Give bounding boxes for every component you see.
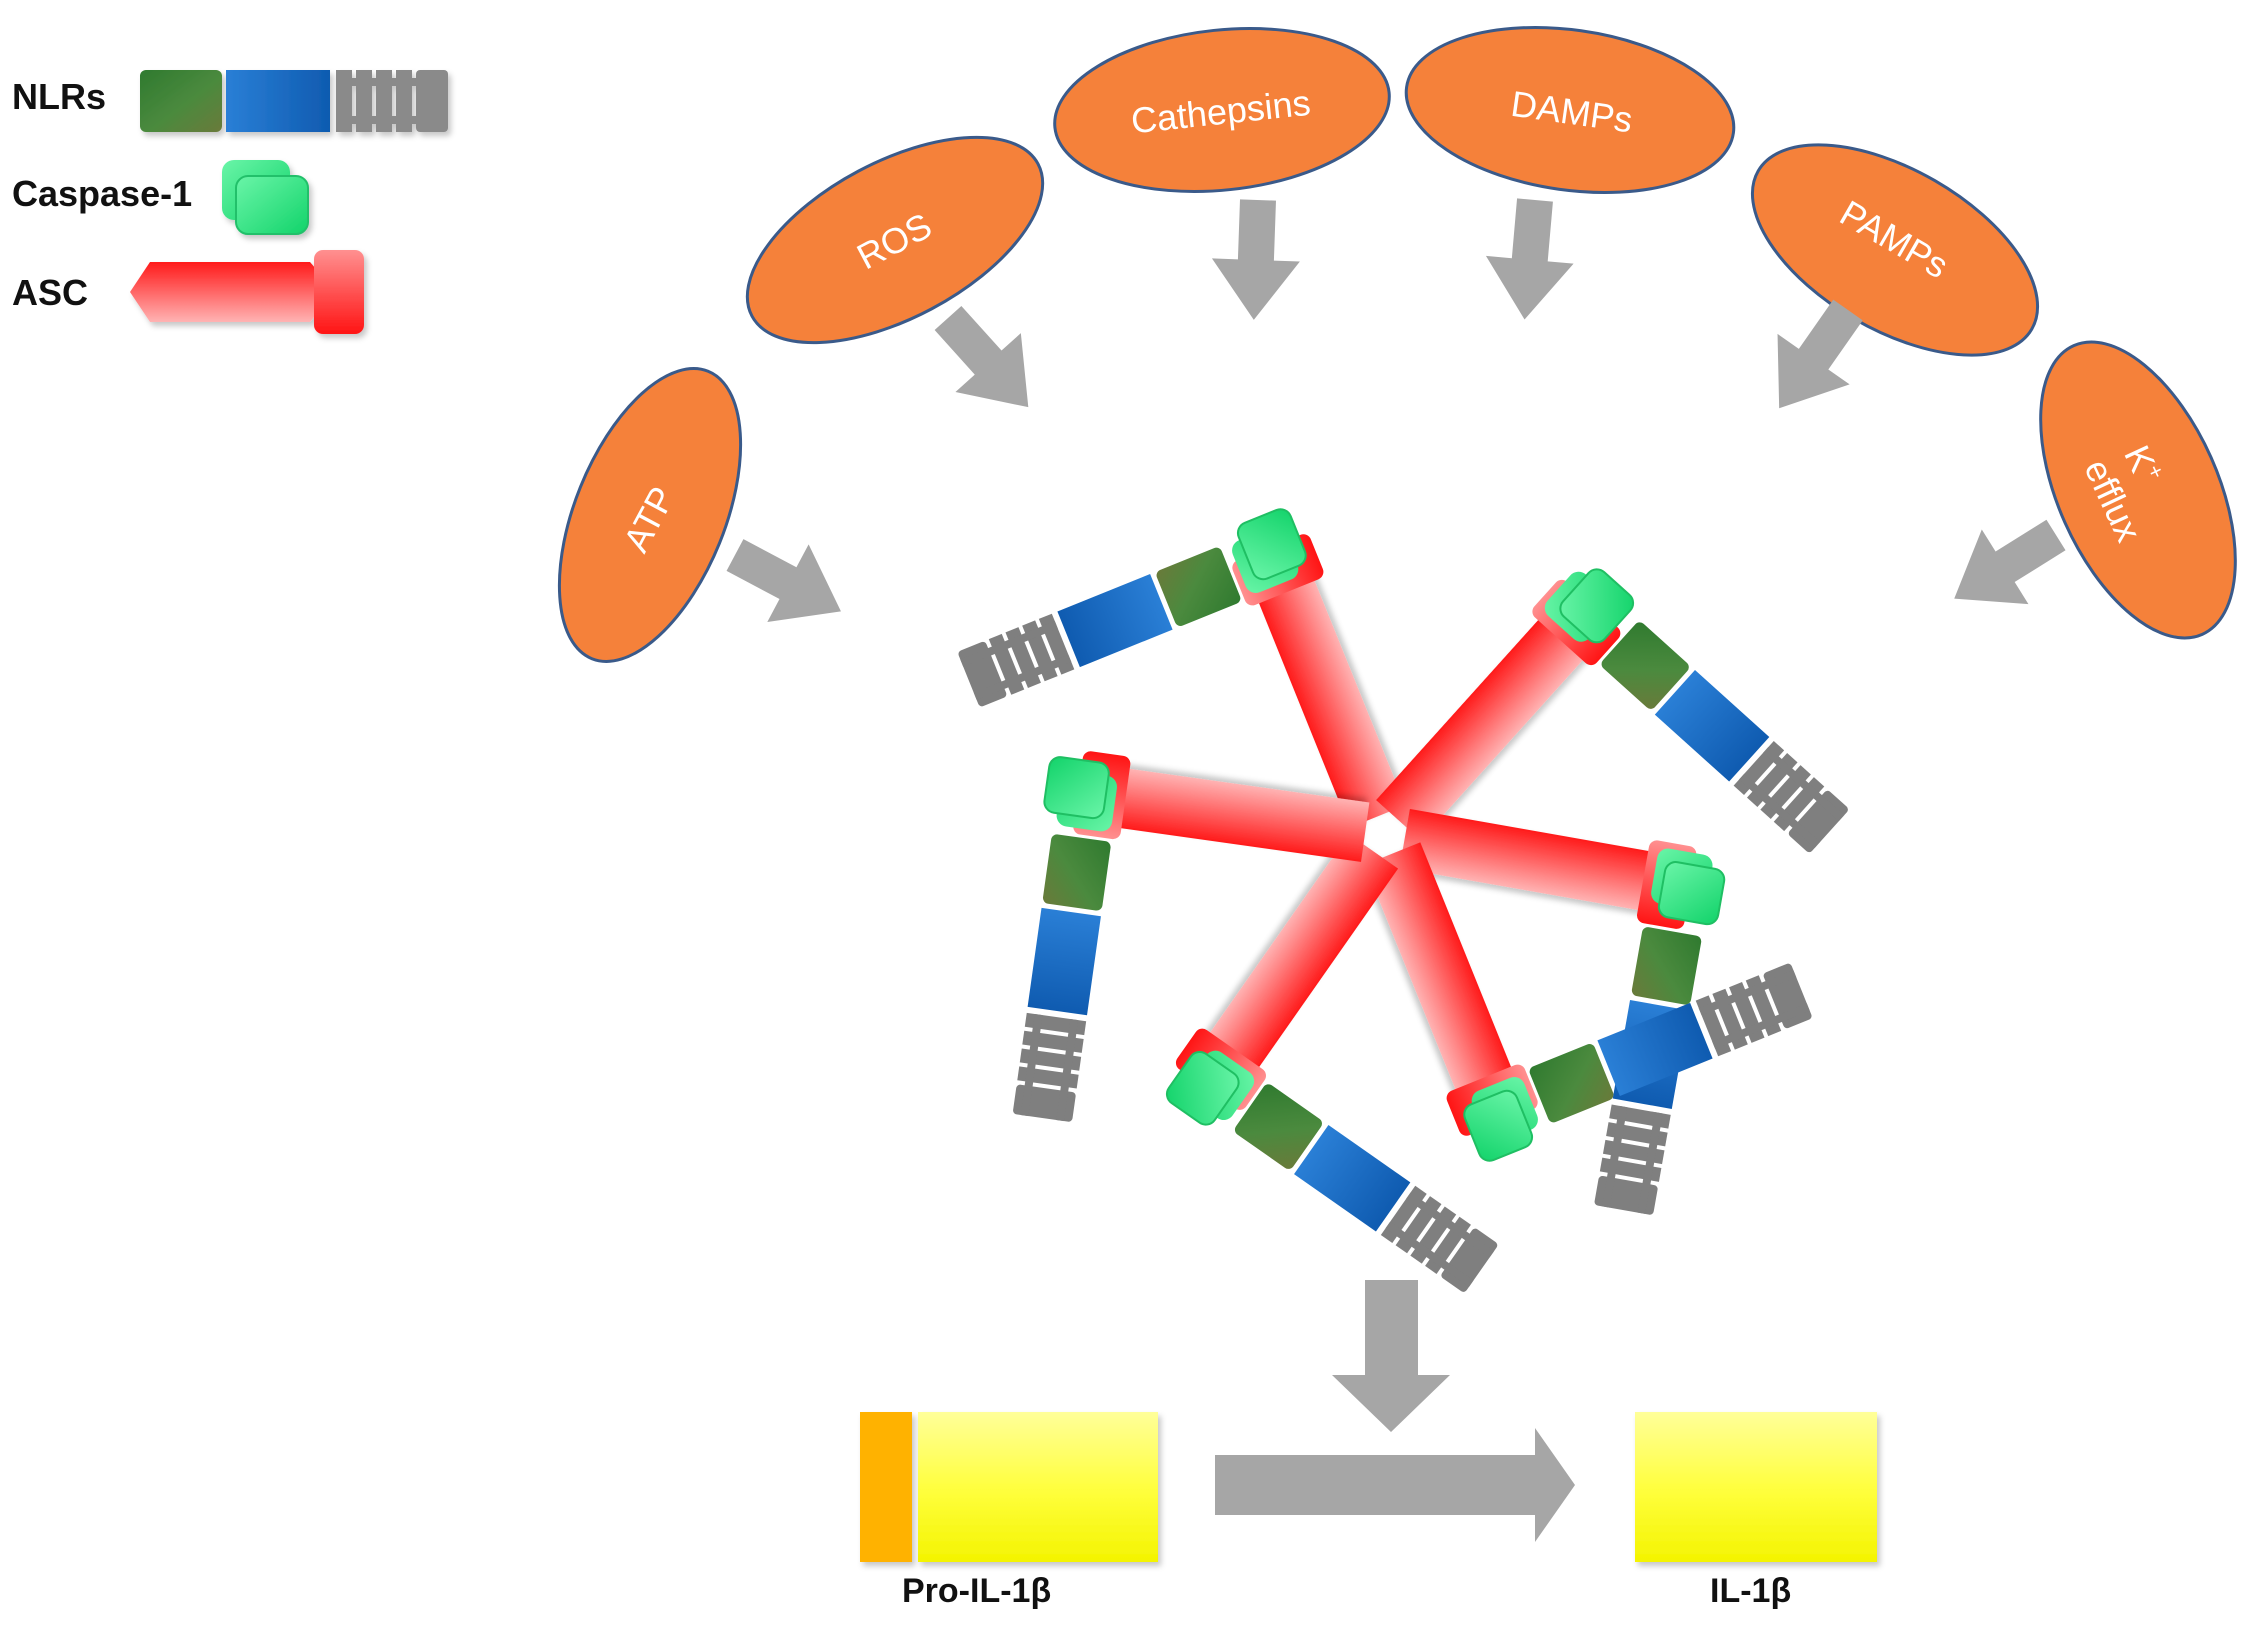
caspase-1-front <box>1657 861 1726 926</box>
il1b-label: IL-1β <box>1710 1572 1792 1610</box>
trigger-cathepsins-ellipse <box>1053 27 1391 193</box>
arrow-down-cleavage <box>1332 1280 1450 1432</box>
inflammasome-arm <box>958 508 1406 828</box>
nlr-nacht-domain <box>1601 622 1689 709</box>
arrow-cathepsins <box>1211 199 1300 320</box>
arrow-damps <box>1485 198 1574 320</box>
legend-caspase1-label: Caspase-1 <box>12 173 193 214</box>
nlr-nod-domain <box>1057 573 1173 668</box>
trigger-arrows <box>726 198 2066 623</box>
nlr-nacht-domain <box>1042 834 1111 911</box>
nlr-lrr-bar <box>1763 746 1845 822</box>
caspase-1-front <box>1043 756 1110 820</box>
legend-nlrs-label: NLRs <box>12 76 107 117</box>
nlr-nacht-domain <box>1631 927 1702 1005</box>
pro-il1b-label: Pro-IL-1β <box>902 1572 1052 1610</box>
asc-pyd-bar <box>1399 808 1652 911</box>
caspase-1-front <box>1236 508 1307 581</box>
nlr-nacht-domain <box>1156 547 1241 626</box>
nlr-lrr-bar <box>960 621 1058 667</box>
trigger-atp-ellipse <box>557 367 743 663</box>
inflammasome-arm <box>1364 842 1812 1162</box>
pro-il1b-prodomain <box>860 1412 912 1562</box>
pro-il1b-glyph <box>860 1412 1158 1562</box>
nlr-lrr-bar <box>1698 969 1797 1016</box>
nlr <box>1234 1084 1498 1292</box>
legend <box>130 70 448 334</box>
arrow-atp <box>726 539 841 623</box>
nlr-nacht-domain <box>1529 1044 1614 1123</box>
legend-asc-glyph <box>130 250 364 334</box>
nlr-lrr-bar <box>1738 773 1821 848</box>
asc-pyd-bar <box>1364 842 1513 1092</box>
nlr-nod-domain <box>1597 1002 1713 1097</box>
nlr <box>1601 622 1848 853</box>
legend-nlr-glyph <box>140 70 448 132</box>
arrow-ros <box>934 305 1029 408</box>
nlr-lrr-bar <box>1637 1112 1663 1214</box>
asc-pyd-bar <box>1376 617 1585 841</box>
inflammasome-arm <box>1376 568 1848 853</box>
nlr-lrr-bar <box>1385 1221 1474 1287</box>
legend-asc-label: ASC <box>12 272 89 313</box>
arrow-right-cleavage <box>1215 1428 1575 1542</box>
pro-il1b-mature-domain <box>918 1412 1158 1562</box>
nlr-lrr-bar <box>973 654 1072 701</box>
asc-pyd-bar <box>1118 768 1370 862</box>
nlr-nod-domain <box>1294 1125 1411 1232</box>
asc-pyd-bar <box>1257 578 1406 828</box>
nlr <box>958 547 1241 707</box>
nlr-lrr-bar <box>1406 1192 1495 1258</box>
nlr-nacht-domain <box>1234 1084 1322 1169</box>
nlr-lrr-bar <box>1020 1013 1043 1117</box>
nlr-nod-domain <box>1027 907 1101 1016</box>
legend-caspase-glyph <box>222 160 309 235</box>
inflammasome-arm <box>1013 751 1370 1122</box>
nlr <box>1013 834 1111 1122</box>
il1b-glyph <box>1635 1412 1877 1562</box>
trigger-ros-ellipse <box>745 135 1045 345</box>
legend-nlr-nod <box>226 70 330 132</box>
caspase-1-front <box>1463 1089 1534 1162</box>
nlr <box>1529 963 1812 1123</box>
caspase-1-front <box>1559 568 1635 644</box>
legend-asc-pyd <box>130 262 322 322</box>
arrow-pamps <box>1777 299 1863 409</box>
legend-nlr-nacht <box>140 70 222 132</box>
caspase-1-front <box>1165 1050 1240 1126</box>
arrow-kefflux <box>1954 519 2066 605</box>
nlr-lrr-bar <box>1712 1003 1810 1049</box>
trigger-kefflux-ellipse <box>2039 340 2237 640</box>
nlr-nod-domain <box>1654 670 1770 782</box>
inflammasome-complex <box>958 508 1848 1292</box>
legend-nlr-lrr-bar-top <box>336 78 448 86</box>
asc-pyd-bar <box>1208 834 1399 1070</box>
inflammasome-arm <box>1165 834 1498 1292</box>
trigger-ellipses: ATP ROS Cathepsins DAMPs PAMPs K+ efflux <box>557 26 2237 663</box>
legend-caspase-front <box>235 175 309 235</box>
nlr-lrr-bar <box>1601 1105 1628 1208</box>
legend-nlr-lrr-bar-bot <box>336 116 448 124</box>
nlr-lrr-bar <box>1056 1018 1079 1122</box>
legend-asc-card <box>314 250 364 334</box>
cleavage-section <box>860 1280 1877 1562</box>
trigger-damps-ellipse <box>1404 26 1736 194</box>
il1b-domain <box>1635 1412 1877 1562</box>
